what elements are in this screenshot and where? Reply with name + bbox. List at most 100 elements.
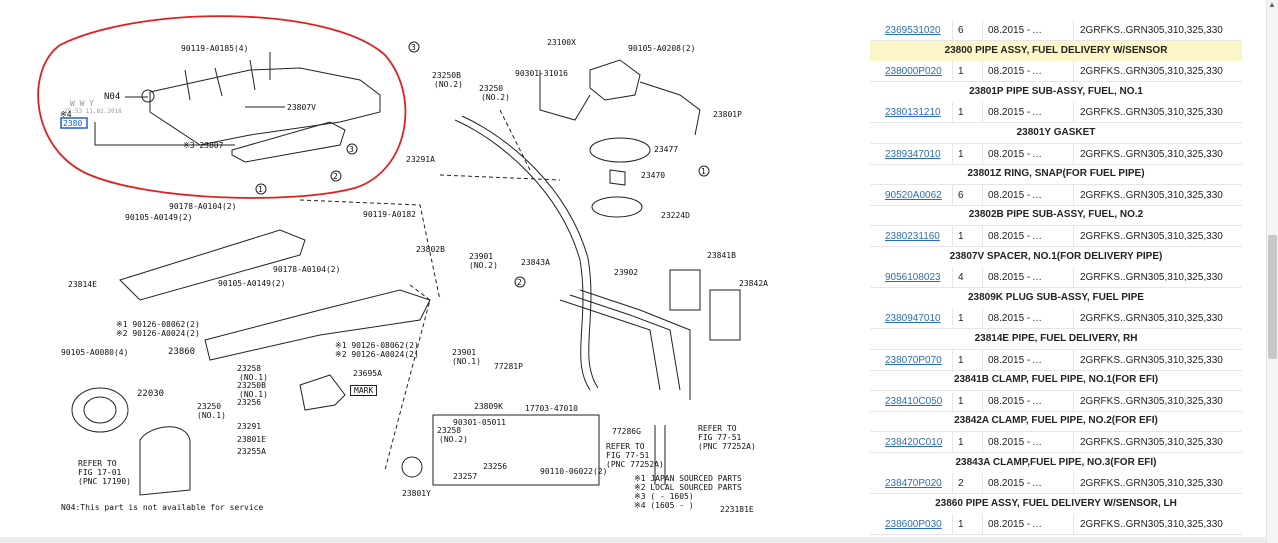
label-90126-a0024-b[interactable]: ※2 90126-A0024(2) [335,350,419,359]
part-number-link[interactable]: 238070P070 [885,354,942,366]
label-23801y[interactable]: 23801Y [402,489,431,498]
label-90301-31016[interactable]: 90301-31016 [515,69,568,78]
label-23841b[interactable]: 23841B [707,251,736,260]
cell-divider [1073,514,1074,535]
part-number-link[interactable]: 238000P020 [885,66,942,78]
label-90105-a0149-mid[interactable]: 90105-A0149(2) [218,279,286,288]
model-cell: 2GRFKS..GRN305,310,325,330 [1080,313,1223,325]
label-90110-06022[interactable]: 90110-06022(2) [540,467,608,476]
label-77281p[interactable]: 77281P [494,362,523,371]
ref-fig-77-51-a-line2[interactable]: FIG 77-51 [698,433,742,442]
part-number-link[interactable]: 2389347010 [885,148,941,160]
label-90126-a0024-a[interactable]: ※2 90126-A0024(2) [116,329,200,338]
scrollbar-thumb[interactable] [1268,235,1277,359]
label-23250b-no1[interactable]: 23250B [237,381,266,390]
date-cell: 08.2015 - [988,189,1031,201]
label-22030[interactable]: 22030 [137,389,165,399]
date-cell: 08.2015 - [988,25,1031,36]
label-90301-05011[interactable]: 90301-05011 [453,418,506,427]
label-23470[interactable]: 23470 [641,171,666,180]
footnote-4: ※4 (1605 - ) [634,501,694,510]
ref-fig-17-01-line2[interactable]: FIG 17-01 [78,468,122,477]
label-23843a[interactable]: 23843A [521,258,550,267]
ref-fig-77-51-b-line2[interactable]: FIG 77-51 [606,451,650,460]
ellipsis-cell: … [1032,313,1042,325]
part-number-link[interactable]: 2380231160 [885,231,940,242]
parts-group-title: 23860 PIPE ASSY, FUEL DELIVERY W/SENSOR,… [935,497,1177,509]
label-23801p[interactable]: 23801P [713,110,742,119]
label-23860[interactable]: 23860 [168,347,196,357]
label-23255a[interactable]: 23255A [237,447,266,456]
quantity-cell: 1 [958,395,964,407]
cell-divider [1073,61,1074,82]
label-23807v[interactable]: 23807V [287,103,316,112]
label-23224d[interactable]: 23224D [661,211,690,220]
part-number-link[interactable]: 238600P030 [885,519,942,531]
label-23256[interactable]: 23256 [237,398,262,407]
part-number-link[interactable]: 90520A0062 [885,189,942,201]
footnote-3: ※3 ( - 1605) [634,492,694,501]
parts-group-title: 23843A CLAMP,FUEL PIPE, NO.3(FOR EFI) [955,456,1157,468]
cell-divider [1073,20,1074,40]
label-23842a[interactable]: 23842A [739,279,768,288]
parts-group-title: 23801Z RING, SNAP(FOR FUEL PIPE) [967,168,1145,180]
label-90119-a0182[interactable]: 90119-A0182 [363,210,416,219]
label-90105-a0149-top[interactable]: 90105-A0149(2) [125,213,193,222]
label-23257[interactable]: 23257 [453,472,478,481]
model-cell: 2GRFKS..GRN305,310,325,330 [1080,189,1223,201]
ellipsis-cell: … [1032,231,1042,242]
part-number-link[interactable]: 2380947010 [885,313,941,325]
part-number-link[interactable]: 9056108023 [885,272,941,284]
label-23100x[interactable]: 23100X [547,38,576,47]
part-number-link[interactable]: 238470P020 [885,478,942,490]
label-23814e[interactable]: 23814E [68,280,97,289]
cell-divider [1073,102,1074,123]
model-cell: 2GRFKS..GRN305,310,325,330 [1080,354,1223,366]
cell-divider [1073,143,1074,164]
cell-divider [952,226,953,246]
cell-divider [952,308,953,329]
label-23901-no1[interactable]: 23901 [452,348,477,357]
label-23250b-no2[interactable]: 23250B [432,71,461,80]
label-23901-no2[interactable]: 23901 [469,252,494,261]
label-23258-no1[interactable]: 23258 [237,364,262,373]
horizontal-scrollbar[interactable] [0,537,1266,543]
label-23809k[interactable]: 23809K [474,402,503,411]
label-2380x-selected[interactable]: 2380 [63,119,83,128]
label-90178-a0104-mid[interactable]: 90178-A0104(2) [273,265,341,274]
label-23250-no1[interactable]: 23250 [197,402,222,411]
label-23291[interactable]: 23291 [237,422,262,431]
label-90178-a0104-top[interactable]: 90178-A0104(2) [169,202,237,211]
part-number-link[interactable]: 238410C050 [885,395,943,407]
parts-group-header: 23841B CLAMP, FUEL PIPE, NO.1(FOR EFI) [870,370,1242,392]
part-number-link[interactable]: 2380131210 [885,107,941,119]
label-17703-47010[interactable]: 17703-47010 [525,404,578,413]
label-23477[interactable]: 23477 [654,145,679,154]
label-90105-a0208[interactable]: 90105-A0208(2) [628,44,696,53]
label-23902[interactable]: 23902 [614,268,639,277]
label-23901-no1-sub: (NO.1) [452,357,481,366]
label-23291a[interactable]: 23291A [406,155,435,164]
cell-divider [982,267,983,288]
label-23802b[interactable]: 23802B [416,245,445,254]
label-23256-no2[interactable]: 23256 [483,462,508,471]
label-23250-no2[interactable]: 23250 [479,84,504,93]
label-90119-a0185[interactable]: 90119-A0185(4) [181,44,249,53]
label-23695a[interactable]: 23695A [353,369,382,378]
label-23250-no1-sub: (NO.1) [197,411,226,420]
label-77286g[interactable]: 77286G [612,427,641,436]
label-23807[interactable]: ※3 23807 [183,141,224,150]
scroll-up-arrow-icon[interactable]: ▲ [1268,0,1276,9]
part-number-link[interactable]: 238420C010 [885,437,943,448]
label-90105-a0080[interactable]: 90105-A0080(4) [61,348,129,357]
label-90126-08062-b[interactable]: ※1 90126-08062(2) [335,341,419,350]
part-number-link[interactable]: 2369531020 [885,25,941,36]
label-23258-no2[interactable]: 23258 [437,426,462,435]
model-cell: 2GRFKS..GRN305,310,325,330 [1080,25,1223,36]
label-23801e[interactable]: 23801E [237,435,266,444]
parts-group-title: 23814E PIPE, FUEL DELIVERY, RH [974,333,1138,344]
label-90126-08062-a[interactable]: ※1 90126-08062(2) [116,320,200,329]
label-n04[interactable]: N04 [104,92,121,102]
